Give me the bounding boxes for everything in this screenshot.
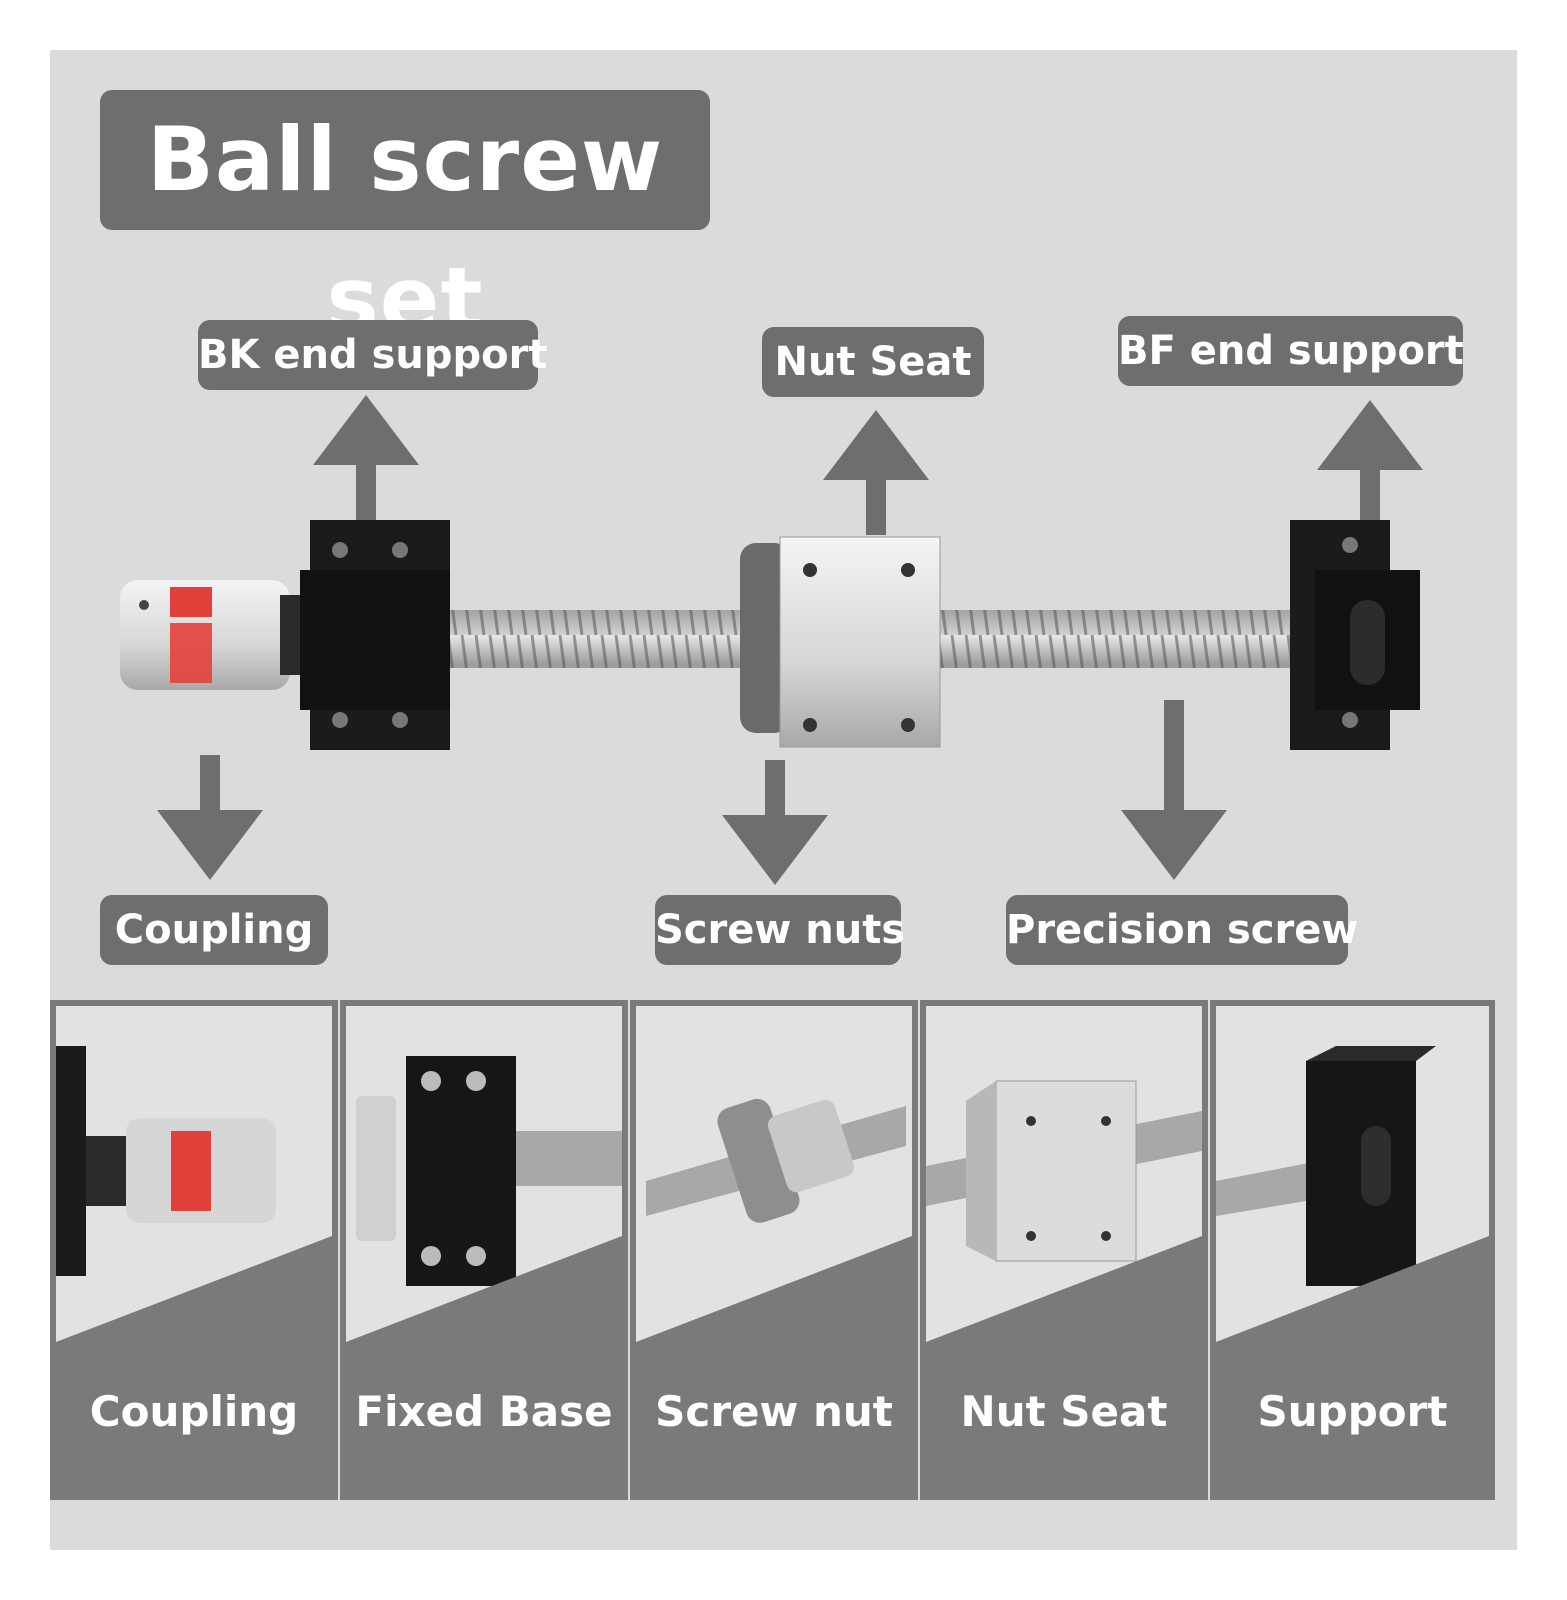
tile-fixed-base: Fixed Base [340,1000,628,1500]
label-coupling: Coupling [100,895,328,965]
screw-nut-flange [740,543,790,733]
tile-label-support: Support [1257,1387,1448,1436]
label-bf-end-support: BF end support [1118,316,1464,386]
page-title: Ball screw set [100,90,710,351]
label-bk-end-support: BK end support [198,320,547,390]
arrow-up-icon [313,395,419,520]
tile-label-nut-seat: Nut Seat [960,1387,1168,1436]
arrow-down-icon [722,760,828,885]
arrow-up-icon [823,410,929,535]
tile-nut-seat: Nut Seat [920,1000,1208,1500]
tile-screw-nut: Screw nut [630,1000,918,1500]
arrow-down-icon [157,755,263,880]
detail-tiles-row: Coupling Fixed Base Screw nut [50,1000,1517,1500]
label-precision-screw: Precision screw [1006,895,1358,965]
ball-screw-assembly-illustration [110,515,1430,775]
label-screw-nuts: Screw nuts [655,895,905,965]
arrow-down-icon [1121,700,1227,880]
arrow-up-icon [1317,400,1423,525]
tile-label-fixed-base: Fixed Base [355,1387,613,1436]
label-nut-seat: Nut Seat [762,327,984,397]
tile-label-coupling: Coupling [89,1387,299,1436]
tile-support: Support [1210,1000,1495,1500]
tile-label-screw-nut: Screw nut [655,1387,893,1436]
tile-coupling: Coupling [50,1000,338,1500]
